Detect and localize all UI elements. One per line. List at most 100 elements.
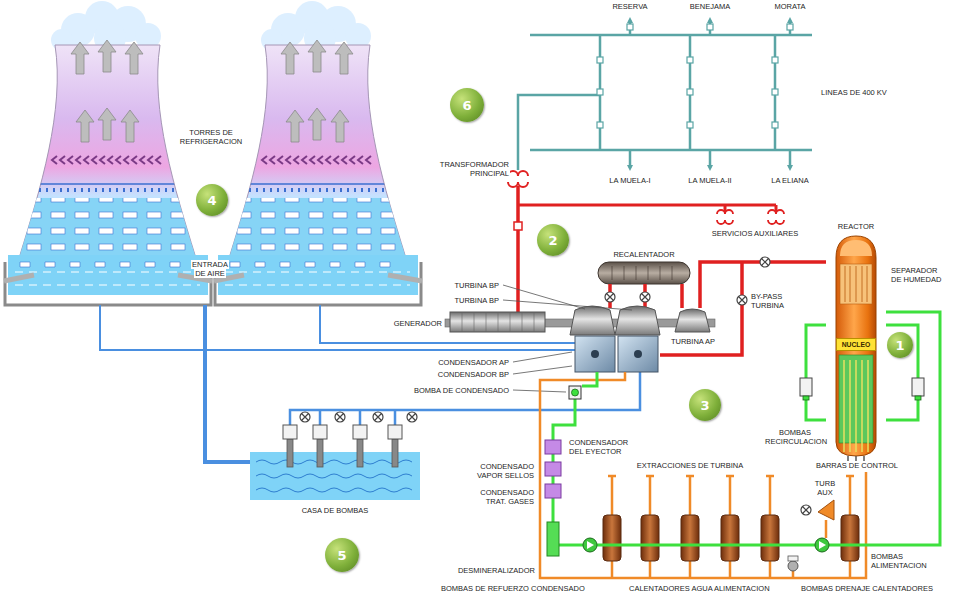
turbine-generator [570,306,615,335]
label-box: MORATA [765,2,815,11]
extraction-line [540,372,866,578]
label-box: BARRAS DE CONTROL [812,461,902,470]
callout-number: 1 [887,332,913,358]
pump-house [300,412,310,422]
feedwater-heater [681,515,699,561]
condensate-line [806,325,826,420]
pump-house [357,439,363,467]
leader-line [513,352,572,362]
condensate-equipment [788,556,798,561]
label-box: TURBINA BP [420,281,500,290]
steam-line [660,262,742,355]
callout-text: 3 [700,399,709,412]
extraction-line [540,372,866,578]
power-grid [518,20,812,170]
condensate-equipment [569,386,581,399]
part-label: BOMBA DE CONDENSADO [413,386,510,395]
turbine-generator [615,306,660,335]
feedwater-heater [603,515,621,561]
cooling-tower [214,1,422,305]
label-box: TURBINA BP [420,296,500,305]
pump-house [256,460,412,492]
part-label: TURBINA AP [670,337,716,346]
condensate-equipment [545,440,561,454]
condensate-equipment [815,538,829,552]
pump-house [313,425,327,439]
callout-text: 1 [895,339,904,352]
steam-line [610,284,682,308]
condenser [634,350,642,358]
label-box: CONDENSADOR DEL EYECTOR [568,438,634,456]
part-label: TURB AUX [814,479,836,497]
part-label: GENERADOR [393,319,443,328]
label-box: BOMBAS DE REFUERZO CONDENSADO [440,584,620,593]
part-label: LA MUELA-I [608,176,651,185]
power-grid [687,122,693,128]
feedwater-heater [641,515,659,561]
part-label: BOMBAS RECIRCULACION [764,428,828,446]
callout-number: 3 [689,389,721,421]
pump-house [250,412,420,500]
electrical-output [717,210,733,224]
label-box: CONDENSADO VAPOR SELLOS [470,462,535,480]
extraction-line [608,475,854,478]
auxiliary-turbine [801,505,811,515]
feedwater-heater [721,515,739,561]
pump-house [392,439,398,467]
label-box: GENERADOR [375,319,443,328]
cooling-tower [4,1,212,305]
part-label: LA ELIANA [770,176,810,185]
part-label: BENEJAMA [689,2,731,11]
part-label: TURBINA BP [453,281,500,290]
label-box: LA ELIANA [765,176,815,185]
label-box: TORRES DE REFRIGERACION [178,128,244,146]
label-box: TURBINA AP [666,337,720,346]
label-box: CALENTADORES AGUA ALIMENTACION [628,584,793,593]
condenser [618,336,658,372]
condensate-line [829,312,940,545]
turbine-generator [450,312,545,332]
steam-valve [605,257,770,305]
power-grid [687,57,693,63]
feedwater-heater [761,515,779,561]
condensate-equipment [583,538,597,552]
core-text: NUCLEO [842,340,871,349]
condensate-equipment [572,389,579,396]
part-label: BOMBAS DE REFUERZO CONDENSADO [440,584,586,593]
condenser [575,336,658,372]
label-box: DESMINERALIZADOR [436,566,536,575]
condensate-equipment [788,561,798,571]
auxiliary-turbine [818,500,834,520]
steam-separator [840,264,872,304]
turbine-generator [445,306,715,335]
pump-house [317,439,323,467]
part-label: CALENTADORES AGUA ALIMENTACION [628,584,771,593]
steam-valve [760,257,770,267]
callout-number: 6 [450,88,484,122]
cooling-water-pipe [205,305,250,462]
condenser [591,350,599,358]
callout-text: 2 [548,234,557,247]
power-grid [772,89,778,95]
part-label: CONDENSADOR AP [437,358,510,367]
condensate-equipment [587,541,594,549]
condensate-line [597,544,815,547]
leader-line [503,300,632,310]
condensate-line [559,544,583,547]
power-grid [597,24,793,128]
reheater-tank [598,262,690,284]
cooling-water-pipe [100,305,640,462]
power-grid [530,35,812,150]
part-label: CONDENSADO TRAT. GASES [479,488,535,506]
callout-text: 4 [207,194,216,207]
condensate-equipment [819,541,826,549]
part-label: BOMBAS DRENAJE CALENTADORES [800,584,934,593]
power-grid [629,150,632,168]
power-grid [518,95,600,170]
part-label: LA MUELA-II [687,176,732,185]
condensate-equipment [547,522,559,556]
part-label: CASA DE BOMBAS [301,506,370,515]
electrical-output [514,222,522,230]
power-grid [772,122,778,128]
power-grid [597,122,603,128]
